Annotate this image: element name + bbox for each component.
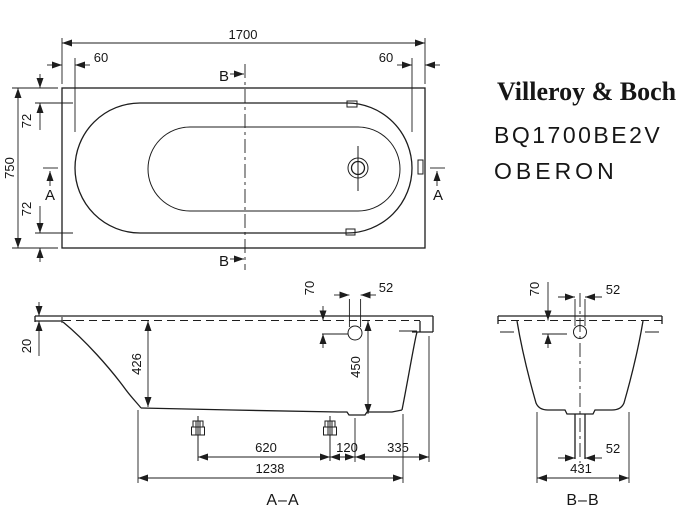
svg-text:B: B [219,68,229,85]
aa-dim-depth: 450 [348,356,363,378]
svg-text:A: A [433,187,443,204]
bb-dim-bottom-width: 431 [570,461,592,476]
section-bb: 70 52 52 431 B–B [497,282,663,509]
brand-name: Villeroy & Boch [497,77,677,106]
dim-inset-bottom: 72 [19,202,34,216]
series-name: OBERON [494,158,618,184]
top-view: 1700 60 60 750 72 72 B [2,27,445,270]
aa-dim-rim-thickness: 20 [19,339,34,353]
dim-overall-width: 750 [2,157,17,179]
aa-foot-right [323,416,337,461]
product-code: BQ1700BE2V [494,122,662,148]
tub-inner-edge [74,102,413,234]
bb-dim-drain-dia-top: 52 [606,282,620,297]
aa-foot-left [191,416,205,461]
aa-foot-end-wall [401,331,418,411]
grip-mark-bottom [345,228,356,236]
grip-mark-top [346,100,358,108]
aa-dim-bottom-length: 1238 [256,461,285,476]
overflow-mark [417,159,424,175]
dim-overall-length: 1700 [229,27,258,42]
tub-bottom-outline [147,126,401,212]
bb-dim-drain-dia-bottom: 52 [606,441,620,456]
aa-backrest-slope [62,321,142,409]
title-block: Villeroy & Boch BQ1700BE2V OBERON [494,77,677,184]
section-marker-b-top: B [219,68,244,85]
dim-inset-top: 72 [19,114,34,128]
aa-rim-edge-box [412,316,434,333]
section-aa: 20 426 70 52 450 620 120 335 1238 A–A [19,280,434,509]
section-bb-label: B–B [566,492,599,509]
bb-dim-drain-offset: 70 [527,282,542,296]
aa-drain-circle [347,325,363,341]
aa-dim-foot-to-drain: 120 [336,440,358,455]
dim-offset-left: 60 [94,50,108,65]
svg-text:B: B [219,253,229,270]
aa-dim-drain-to-end: 335 [387,440,409,455]
section-marker-a-right: A [430,167,445,204]
aa-bottom [140,407,403,416]
section-marker-b-bottom: B [219,253,244,270]
section-marker-a-left: A [43,167,58,204]
tub-outer-rim [61,87,426,249]
aa-dim-feet-spacing: 620 [255,440,277,455]
aa-dim-back-depth: 426 [129,353,144,375]
dim-offset-right: 60 [379,50,393,65]
aa-dim-drain-dia: 52 [379,280,393,295]
aa-dim-drain-offset: 70 [302,281,317,295]
section-aa-label: A–A [266,492,299,509]
svg-text:A: A [45,187,55,204]
